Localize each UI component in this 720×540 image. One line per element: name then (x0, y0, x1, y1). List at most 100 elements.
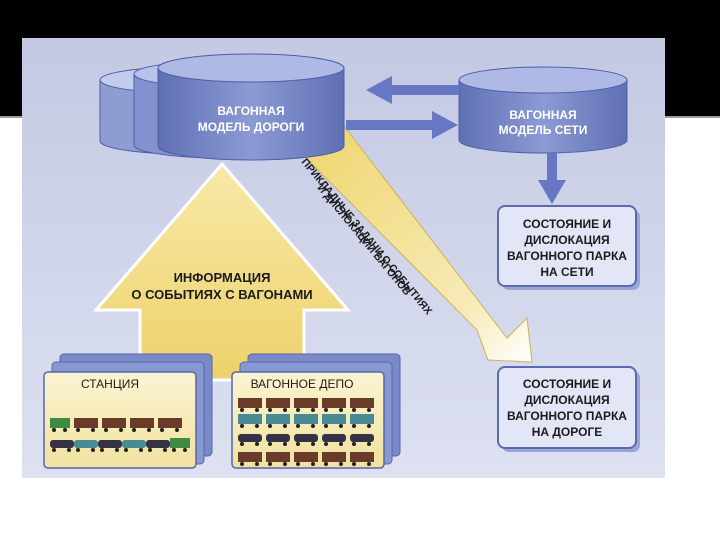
wagon-icon (238, 414, 262, 424)
wagon-icon (350, 452, 374, 462)
events-info-label-1: ИНФОРМАЦИЯ (174, 270, 271, 285)
network-state-line-4: НА СЕТИ (540, 265, 593, 279)
wheel-icon (240, 442, 244, 446)
wagon-icon (294, 434, 318, 442)
wheel-icon (132, 428, 136, 432)
wheel-icon (324, 424, 328, 428)
wagon-icon (102, 418, 126, 428)
wheel-icon (240, 462, 244, 466)
locomotive-icon (170, 438, 190, 448)
wheel-icon (240, 408, 244, 412)
wheel-icon (324, 408, 328, 412)
wheel-icon (52, 428, 56, 432)
wagon-icon (238, 398, 262, 408)
depot-label: ВАГОННОЕ ДЕПО (251, 377, 354, 391)
network-state-box: СОСТОЯНИЕ И ДИСЛОКАЦИЯ ВАГОННОГО ПАРКА Н… (497, 205, 640, 290)
wheel-icon (268, 462, 272, 466)
divider-rule-left (0, 116, 22, 118)
wheel-icon (296, 462, 300, 466)
wheel-icon (119, 428, 123, 432)
wheel-icon (100, 448, 104, 452)
wagon-icon (130, 418, 154, 428)
wheel-icon (163, 448, 167, 452)
wheel-icon (339, 408, 343, 412)
wagon-icon (266, 452, 290, 462)
wheel-icon (91, 428, 95, 432)
wheel-icon (311, 442, 315, 446)
network-state-line-3: ВАГОННОГО ПАРКА (507, 249, 627, 263)
wheel-icon (367, 408, 371, 412)
wheel-icon (283, 424, 287, 428)
wagon-icon (322, 414, 346, 424)
road-state-box: СОСТОЯНИЕ И ДИСЛОКАЦИЯ ВАГОННОГО ПАРКА Н… (497, 366, 640, 452)
network-model-cylinder: ВАГОННАЯ МОДЕЛЬ СЕТИ (458, 66, 628, 154)
wheel-icon (296, 442, 300, 446)
road-state-line-1: СОСТОЯНИЕ И (523, 377, 611, 391)
network-state-line-1: СОСТОЯНИЕ И (523, 217, 611, 231)
wheel-icon (296, 408, 300, 412)
wagon-icon (238, 434, 262, 442)
locomotive-icon (50, 418, 70, 428)
road-state-line-2: ДИСЛОКАЦИЯ (524, 393, 609, 407)
wheel-icon (367, 462, 371, 466)
wagon-icon (238, 452, 262, 462)
wheel-icon (339, 462, 343, 466)
wheel-icon (268, 408, 272, 412)
wagon-icon (294, 452, 318, 462)
wheel-icon (352, 408, 356, 412)
wheel-icon (115, 448, 119, 452)
wagon-icon (266, 398, 290, 408)
wheel-icon (268, 442, 272, 446)
wagon-icon (122, 440, 146, 448)
network-state-line-2: ДИСЛОКАЦИЯ (524, 233, 609, 247)
wheel-icon (52, 448, 56, 452)
wheel-icon (63, 428, 67, 432)
network-model-label-1: ВАГОННАЯ (509, 108, 576, 122)
wheel-icon (352, 462, 356, 466)
wheel-icon (352, 442, 356, 446)
wheel-icon (91, 448, 95, 452)
wheel-icon (311, 462, 315, 466)
station-trains (50, 418, 190, 452)
wheel-icon (367, 424, 371, 428)
wheel-icon (283, 462, 287, 466)
wagon-icon (350, 398, 374, 408)
wagon-icon (322, 434, 346, 442)
wheel-icon (67, 448, 71, 452)
wheel-icon (172, 448, 176, 452)
wagon-icon (74, 418, 98, 428)
wagon-model-diagram: ПРИКЛАДНЫЕ ЗАДАЧИ О СОБЫТИЯХ И ДИСЛОКАЦИ… (22, 38, 665, 478)
events-info-label-2: О СОБЫТИЯХ С ВАГОНАМИ (131, 287, 312, 302)
wheel-icon (255, 408, 259, 412)
wagon-icon (158, 418, 182, 428)
wheel-icon (255, 442, 259, 446)
wheel-icon (352, 424, 356, 428)
wheel-icon (124, 448, 128, 452)
wheel-icon (255, 424, 259, 428)
wheel-icon (283, 408, 287, 412)
wagon-icon (350, 414, 374, 424)
wheel-icon (76, 448, 80, 452)
road-state-line-4: НА ДОРОГЕ (532, 425, 603, 439)
wagon-icon (294, 398, 318, 408)
wagon-icon (322, 398, 346, 408)
wheel-icon (324, 442, 328, 446)
wheel-icon (175, 428, 179, 432)
wheel-icon (139, 448, 143, 452)
wagon-icon (74, 440, 98, 448)
exchange-arrows (346, 76, 459, 139)
wheel-icon (268, 424, 272, 428)
wheel-icon (311, 408, 315, 412)
events-info-arrow: ИНФОРМАЦИЯ О СОБЫТИЯХ С ВАГОНАМИ (92, 161, 352, 382)
wheel-icon (147, 428, 151, 432)
road-model-cylinder: ВАГОННАЯ МОДЕЛЬ ДОРОГИ (99, 53, 345, 161)
wagon-icon (98, 440, 122, 448)
wagon-icon (350, 434, 374, 442)
depot-trains (238, 398, 374, 466)
station-panel: СТАНЦИЯ (43, 353, 213, 469)
wagon-icon (50, 440, 74, 448)
wheel-icon (160, 428, 164, 432)
wagon-icon (266, 414, 290, 424)
wheel-icon (104, 428, 108, 432)
wheel-icon (339, 424, 343, 428)
